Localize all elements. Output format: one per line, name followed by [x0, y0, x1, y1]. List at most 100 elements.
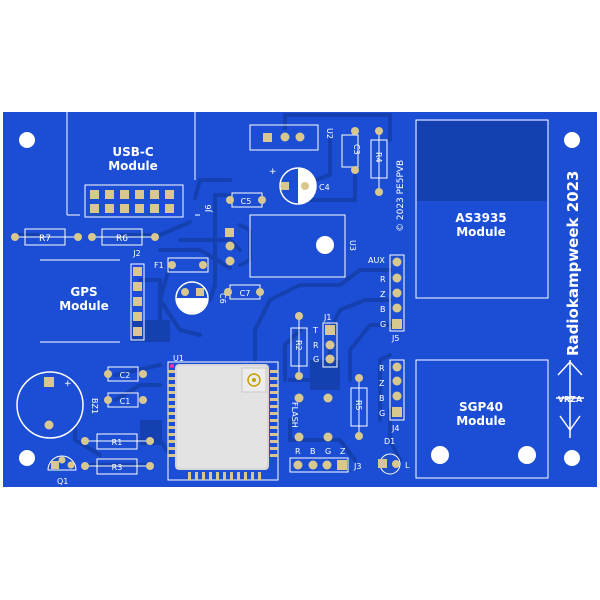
regulator-u3-outline [249, 214, 346, 278]
usbc-module-label: Module [108, 159, 158, 173]
mounting-hole [518, 446, 536, 464]
header-j6-pads [90, 190, 174, 213]
resistor-r3 [96, 458, 138, 475]
j5-pin-label: B [380, 305, 386, 314]
ref-u1: U1 [173, 354, 184, 363]
resistor-r6 [101, 228, 143, 246]
mounting-hole [316, 236, 334, 254]
ref-c1: C1 [120, 397, 131, 406]
ref-c4: C4 [319, 183, 330, 192]
header-j2-outline [130, 263, 145, 341]
ref-j2: J2 [132, 249, 140, 258]
ref-f1: F1 [154, 261, 164, 270]
resistor-r5 [350, 387, 368, 427]
header-j3-outline [289, 457, 349, 473]
capacitor-c3 [341, 134, 359, 168]
resistor-r7 [24, 228, 66, 246]
ref-c6: C6 [218, 293, 227, 304]
mounting-hole [19, 132, 35, 148]
ref-j3: J3 [353, 462, 361, 471]
sgp40-module-label: Module [456, 414, 506, 428]
mounting-hole [431, 446, 449, 464]
ref-j4: J4 [391, 424, 399, 433]
header-j5-pads [392, 257, 402, 329]
gps-module-label: Module [59, 299, 109, 313]
mounting-hole [564, 450, 580, 466]
usbc-module-outline [66, 112, 200, 216]
ref-r1: R1 [112, 438, 123, 447]
j4-pin-label: R [379, 364, 385, 373]
ref-u2: U2 [325, 128, 334, 139]
ref-r2: R2 [294, 340, 303, 351]
gps-module-label: GPS [70, 285, 97, 299]
j1-pin-label: G [313, 355, 319, 364]
board-title: Radiokampweek 2023 [564, 171, 582, 356]
sgp40-module-label: SGP40 [459, 400, 503, 414]
ref-bz1: BZ1 [90, 398, 99, 414]
flash-button-pads [294, 393, 333, 442]
j4-pin-label: G [379, 409, 385, 418]
antenna-icon [247, 373, 261, 387]
transistor-q1 [47, 455, 77, 471]
j3-pin-label: Z [340, 447, 346, 456]
vrza-logo [556, 360, 584, 438]
ref-r4: R4 [374, 152, 383, 163]
copper-pour [310, 360, 340, 390]
aux-label: AUX [368, 256, 385, 265]
as3935-copper [417, 121, 547, 201]
buzzer-polarity-mark: + [64, 379, 72, 389]
copper-traces [13, 113, 402, 467]
ref-c3: C3 [352, 144, 361, 155]
j3-pin-label: B [310, 447, 316, 456]
led-cathode-mark: L [405, 461, 410, 470]
resistor-r2 [290, 327, 308, 367]
pin1-marker [170, 364, 174, 368]
as3935-module-label: Module [456, 225, 506, 239]
copper-pour [130, 320, 170, 342]
mounting-hole [19, 450, 35, 466]
flash-label: FLASH [290, 402, 299, 428]
ref-c2: C2 [120, 371, 131, 380]
header-j6-outline [84, 184, 184, 218]
ref-r5: R5 [354, 400, 363, 411]
header-j3-pads [293, 460, 347, 470]
j5-pin-label: R [380, 275, 386, 284]
copyright-text: © 2023 PE5PVB [396, 160, 406, 232]
header-j1-pads [325, 325, 335, 364]
header-j5-outline [389, 254, 405, 332]
header-j4-pads [392, 362, 402, 417]
copper-pour [140, 420, 162, 445]
ref-r3: R3 [112, 463, 123, 472]
j3-pin-label: R [295, 447, 301, 456]
ref-r7: R7 [39, 234, 51, 244]
mounting-hole [564, 132, 580, 148]
j4-pin-label: B [379, 394, 385, 403]
sgp40-module-outline [415, 359, 549, 479]
resistor-r1 [96, 433, 138, 450]
ref-q1: Q1 [57, 477, 68, 486]
header-j1-outline [322, 322, 338, 368]
j5-pin-label: Z [380, 290, 386, 299]
ref-d1: D1 [384, 437, 395, 446]
as3935-module-label: AS3935 [455, 211, 506, 225]
vrza-logo-text: VRZA [558, 395, 583, 404]
j5-pin-label: G [380, 320, 386, 329]
ref-r6: R6 [116, 234, 128, 244]
j1-pin-label: T [312, 326, 318, 335]
header-j2-pads [133, 267, 142, 336]
c4-polarity-mark: + [269, 167, 277, 177]
header-j4-outline [389, 359, 405, 421]
resistor-r4 [370, 139, 388, 179]
ref-j6: J6 [204, 205, 213, 213]
j4-pin-label: Z [379, 379, 385, 388]
usbc-module-label: USB-C [112, 145, 154, 159]
esp32-side-pads [168, 370, 278, 480]
ref-u3: U3 [348, 240, 357, 251]
ref-j5: J5 [391, 334, 399, 343]
j1-pin-label: R [313, 341, 319, 350]
as3935-module-outline [415, 119, 549, 299]
j3-pin-label: G [325, 447, 331, 456]
ref-c7: C7 [240, 289, 251, 298]
ic-u2-outline [249, 124, 319, 151]
ref-c5: C5 [241, 197, 252, 206]
